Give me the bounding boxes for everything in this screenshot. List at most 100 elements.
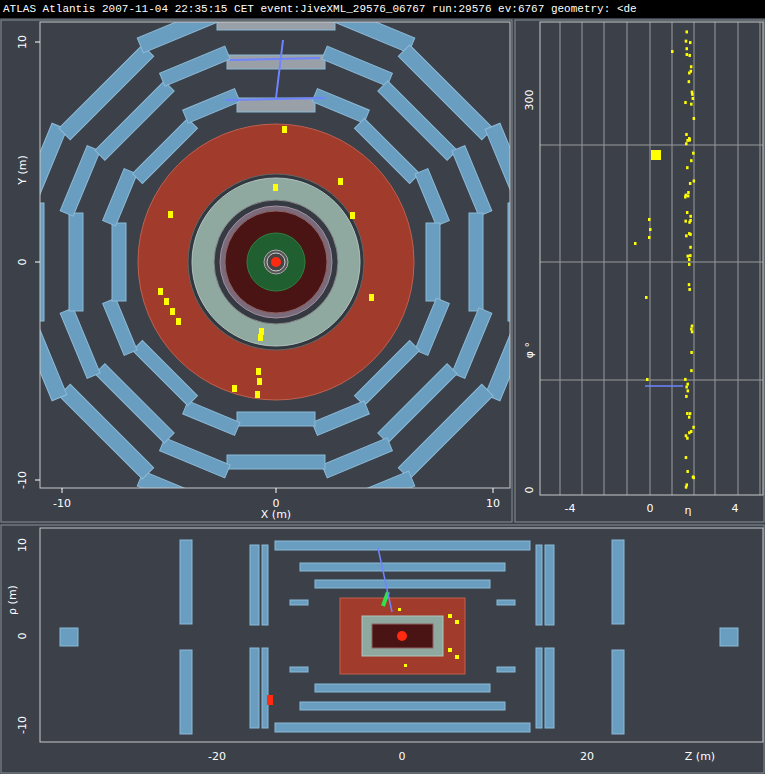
calo-hit — [338, 178, 343, 185]
muon-chamber — [330, 22, 415, 53]
calo-hit — [255, 391, 260, 398]
muon-chamber — [160, 438, 231, 478]
muon-chamber — [312, 89, 369, 123]
muon-chamber — [59, 384, 154, 479]
tick-label: 20 — [580, 751, 594, 762]
axis-title: η — [685, 505, 692, 516]
eta-phi-hit — [690, 430, 693, 433]
axis-title: Y (m) — [17, 155, 28, 185]
eta-phi-hit — [685, 40, 688, 43]
muon-chamber — [40, 316, 67, 401]
eta-phi-hit — [690, 369, 693, 372]
tick-label: -10 — [17, 471, 28, 489]
calo-hit — [282, 126, 287, 133]
muon-chamber — [322, 438, 393, 478]
eta-phi-hit — [685, 194, 688, 197]
muon-chamber — [60, 146, 100, 217]
eta-phi-hit — [689, 246, 692, 249]
panel-frame — [515, 20, 764, 522]
muon-chamber — [60, 308, 100, 379]
axis-title: X (m) — [261, 509, 291, 520]
muon-chamber — [485, 316, 510, 401]
eta-phi-hit — [688, 54, 691, 57]
muon-chamber — [485, 123, 510, 208]
eta-phi-hit — [687, 194, 690, 197]
axis-title: φ ° — [524, 342, 535, 358]
eta-phi-hit — [691, 325, 694, 328]
eta-phi-hit — [690, 70, 693, 73]
panel-frame — [1, 20, 512, 522]
eta-phi-hit — [693, 117, 696, 120]
eta-phi-hit — [688, 288, 691, 291]
eta-phi-hit — [688, 258, 691, 261]
muon-chamber — [330, 471, 415, 488]
calo-hit — [170, 308, 175, 315]
muon-chamber — [40, 123, 67, 208]
muon-chamber — [469, 213, 483, 311]
vertex — [271, 257, 281, 267]
eta-phi-hit — [686, 470, 689, 473]
muon-chamber — [415, 169, 449, 226]
eta-phi-hit — [688, 263, 691, 266]
eta-phi-hit — [648, 236, 651, 239]
eta-phi-hit — [688, 221, 691, 224]
eta-phi-hit — [687, 255, 690, 258]
tick-label: -10 — [17, 716, 28, 734]
eta-phi-hit — [684, 101, 687, 104]
muon-chamber — [227, 455, 325, 469]
muon-chamber — [69, 213, 83, 311]
calo-hit — [256, 368, 261, 375]
axis-title: ρ (m) — [7, 585, 18, 615]
tick-label: 4 — [732, 503, 739, 514]
eta-phi-hit — [691, 93, 694, 96]
eta-phi-hit — [685, 456, 688, 459]
eta-phi-hit — [692, 426, 695, 429]
header-bar: ATLAS Atlantis 2007-11-04 22:35:15 CET e… — [0, 0, 765, 18]
eta-phi-hit — [688, 80, 691, 83]
muon-chamber — [398, 45, 493, 140]
eta-phi-hit — [688, 416, 691, 419]
calo-hit — [273, 184, 278, 191]
eta-phi-hit — [692, 476, 695, 479]
eta-phi-hit — [648, 218, 651, 221]
eta-phi-hit — [687, 389, 690, 392]
eta-phi-hit — [692, 475, 695, 478]
muon-chamber — [217, 22, 335, 30]
eta-phi-hit — [693, 179, 696, 182]
tick-label: 0 — [399, 751, 406, 762]
tick-label: 0 — [273, 498, 280, 509]
eta-phi-hit — [692, 152, 695, 155]
calo-hit — [369, 294, 374, 301]
eta-phi-hit — [690, 351, 693, 354]
eta-phi-hit — [691, 330, 694, 333]
event-header: ATLAS Atlantis 2007-11-04 22:35:15 CET e… — [0, 0, 765, 18]
eta-phi-hit — [686, 383, 689, 386]
eta-phi-hit — [692, 97, 695, 100]
tick-label: -10 — [53, 498, 71, 509]
eta-phi-hit — [686, 47, 689, 50]
eta-phi-hit — [685, 142, 688, 145]
muon-chamber — [415, 298, 449, 355]
tick-label: 0 — [647, 503, 654, 514]
eta-phi-hit — [689, 233, 692, 236]
calo-hit — [257, 378, 262, 385]
muon-chamber — [237, 412, 315, 426]
eta-phi-hit — [689, 215, 692, 218]
muon-chamber — [398, 384, 493, 479]
eta-phi-hit — [686, 211, 689, 214]
muon-chamber — [312, 401, 369, 435]
eta-phi-hit — [687, 191, 690, 194]
eta-phi-hit — [684, 378, 687, 381]
calorimeter — [138, 124, 414, 400]
tick-label: 0 — [17, 259, 28, 266]
eta-phi-hit — [686, 412, 689, 415]
eta-phi-hit — [685, 234, 688, 237]
muon-chamber — [160, 46, 231, 86]
muon-chamber — [40, 203, 44, 321]
eta-phi-hit — [690, 103, 693, 106]
eta-phi-hit — [646, 378, 649, 381]
eta-phi-hit — [686, 139, 689, 142]
calo-hit — [158, 288, 163, 295]
tick-label: 10 — [17, 35, 28, 49]
